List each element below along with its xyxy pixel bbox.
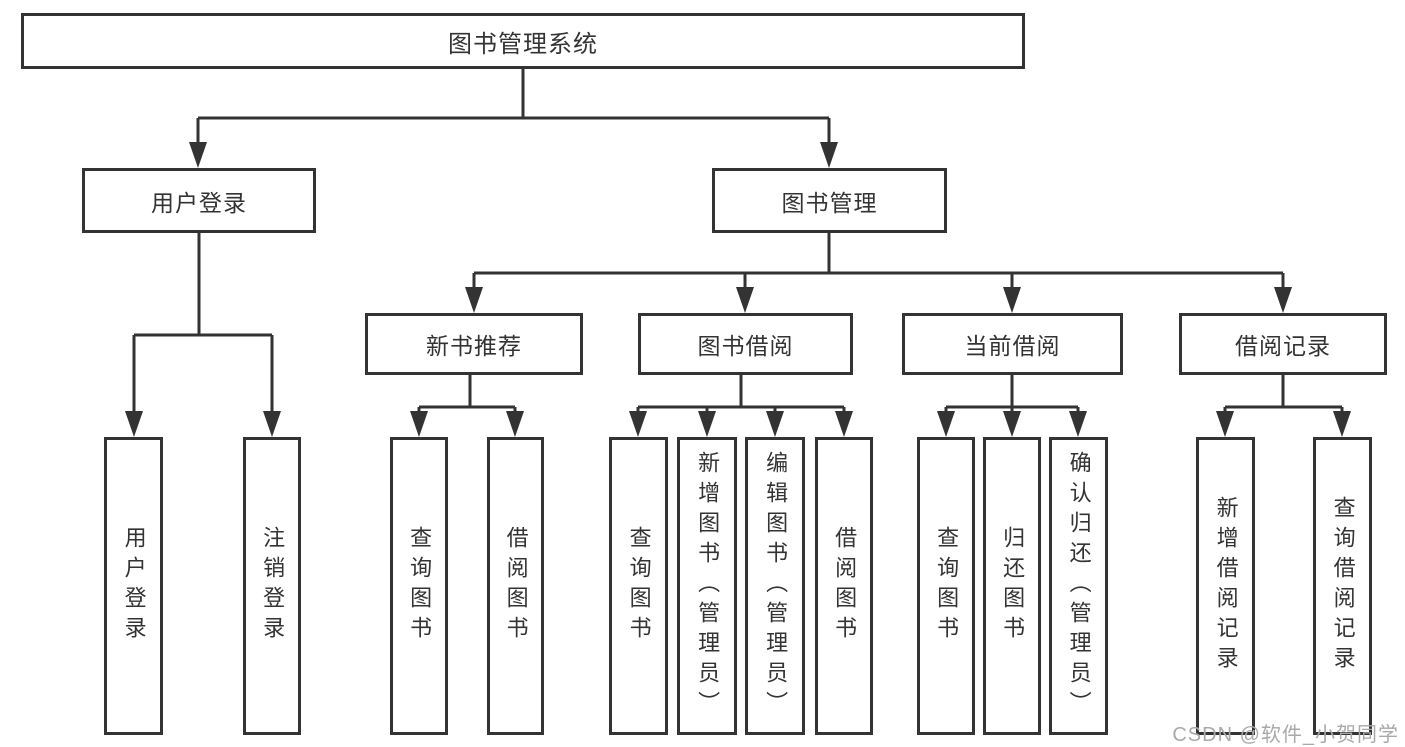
node-book-management-label: 图书管理	[781, 189, 878, 216]
node-leaf-borrow-edit-books-admin: 编辑图书（管理员）	[745, 437, 805, 735]
node-user-login-label: 用户登录	[151, 189, 247, 216]
node-leaf-current-query-books-label: 查询图书	[934, 526, 960, 646]
node-leaf-borrow-add-books-admin-label: 新增图书（管理员）	[695, 451, 721, 721]
node-leaf-current-confirm-return-admin: 确认归还（管理员）	[1049, 437, 1108, 735]
node-leaf-current-confirm-return-admin-label: 确认归还（管理员）	[1066, 451, 1092, 721]
node-leaf-records-query-record: 查询借阅记录	[1313, 437, 1372, 735]
node-leaf-user-login: 用户登录	[104, 437, 163, 735]
node-leaf-borrow-add-books-admin: 新增图书（管理员）	[677, 437, 737, 735]
node-current-borrow: 当前借阅	[902, 313, 1123, 375]
node-leaf-borrow-edit-books-admin-label: 编辑图书（管理员）	[763, 451, 789, 721]
node-leaf-user-login-label: 用户登录	[121, 526, 147, 646]
node-leaf-current-query-books: 查询图书	[917, 437, 975, 735]
node-leaf-recommend-query-books: 查询图书	[390, 437, 448, 735]
node-leaf-recommend-query-books-label: 查询图书	[407, 526, 433, 646]
node-current-borrow-label: 当前借阅	[964, 333, 1061, 359]
arrowhead-icons	[125, 142, 1351, 437]
node-leaf-recommend-borrow-books: 借阅图书	[487, 437, 544, 735]
csdn-watermark: CSDN @软件_小贺同学	[1172, 724, 1399, 746]
node-borrow-records: 借阅记录	[1179, 313, 1387, 375]
node-book-borrow: 图书借阅	[638, 313, 853, 375]
node-leaf-records-add-record-label: 新增借阅记录	[1213, 496, 1239, 676]
node-root-label: 图书管理系统	[448, 30, 598, 58]
node-leaf-borrow-borrow-books: 借阅图书	[815, 437, 873, 735]
node-book-borrow-label: 图书借阅	[697, 333, 794, 359]
node-leaf-borrow-query-books: 查询图书	[609, 437, 668, 735]
node-new-book-recommend-label: 新书推荐	[426, 333, 522, 359]
node-borrow-records-label: 借阅记录	[1235, 333, 1331, 359]
node-root: 图书管理系统	[21, 13, 1025, 69]
node-new-book-recommend: 新书推荐	[365, 313, 583, 375]
node-user-login: 用户登录	[82, 168, 316, 233]
node-leaf-borrow-borrow-books-label: 借阅图书	[832, 526, 858, 646]
node-leaf-records-query-record-label: 查询借阅记录	[1330, 496, 1356, 676]
node-leaf-logout-label: 注销登录	[260, 526, 286, 646]
node-leaf-current-return-books: 归还图书	[983, 437, 1041, 735]
node-leaf-records-add-record: 新增借阅记录	[1196, 437, 1255, 735]
node-book-management: 图书管理	[712, 168, 947, 233]
node-leaf-current-return-books-label: 归还图书	[1000, 526, 1026, 646]
node-leaf-recommend-borrow-books-label: 借阅图书	[503, 526, 529, 646]
node-leaf-logout: 注销登录	[243, 437, 301, 735]
node-leaf-borrow-query-books-label: 查询图书	[626, 526, 652, 646]
